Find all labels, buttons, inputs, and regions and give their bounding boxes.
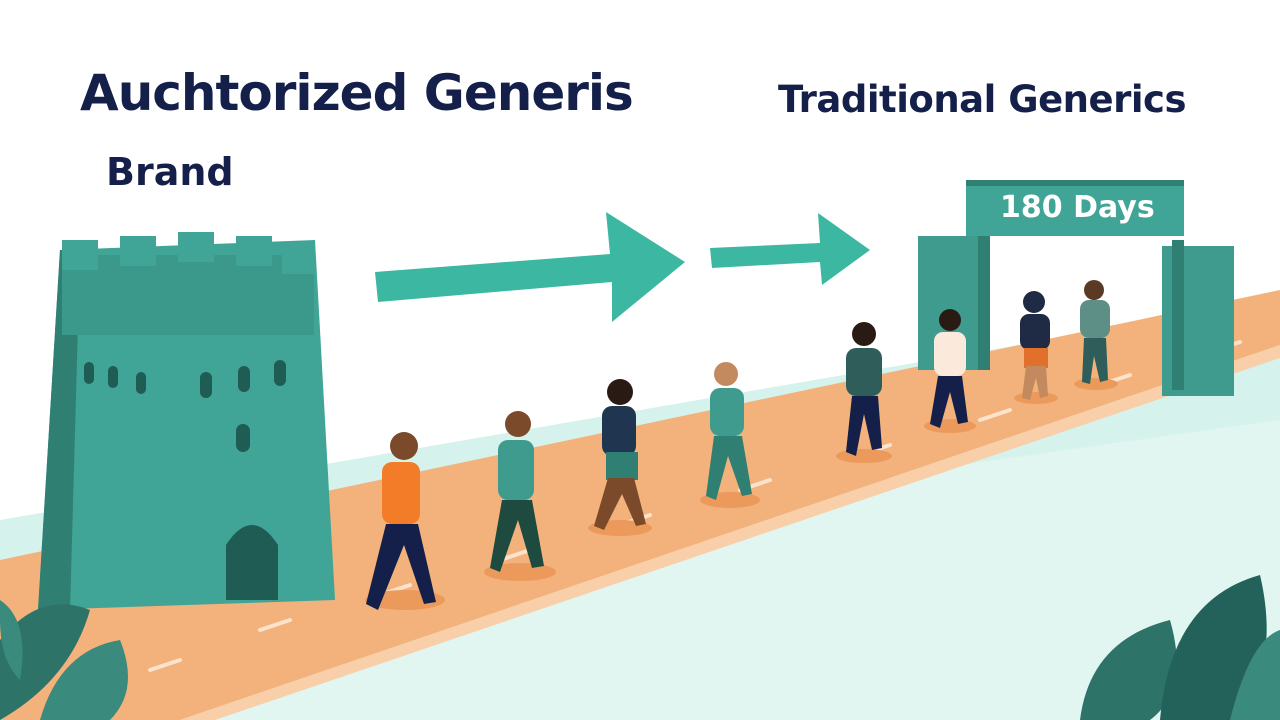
person bbox=[588, 379, 652, 536]
title-authorized-generics: Auchtorized Generis bbox=[80, 64, 634, 122]
path-edge bbox=[180, 345, 1280, 720]
person bbox=[924, 309, 976, 433]
leaf-icon bbox=[1080, 575, 1280, 720]
arrow-icon bbox=[375, 212, 685, 322]
gate bbox=[918, 180, 1234, 396]
person bbox=[1074, 280, 1118, 390]
title-traditional-generics: Traditional Generics bbox=[778, 78, 1187, 121]
person bbox=[1014, 291, 1058, 404]
label-brand: Brand bbox=[106, 150, 234, 194]
gate-sign-180-days: 180 Days bbox=[1000, 190, 1155, 225]
arrow-icon bbox=[710, 213, 870, 285]
person bbox=[365, 432, 445, 610]
person bbox=[700, 362, 760, 508]
person bbox=[484, 411, 556, 581]
leaf-icon bbox=[0, 600, 128, 720]
person bbox=[836, 322, 892, 463]
tower bbox=[38, 232, 335, 612]
